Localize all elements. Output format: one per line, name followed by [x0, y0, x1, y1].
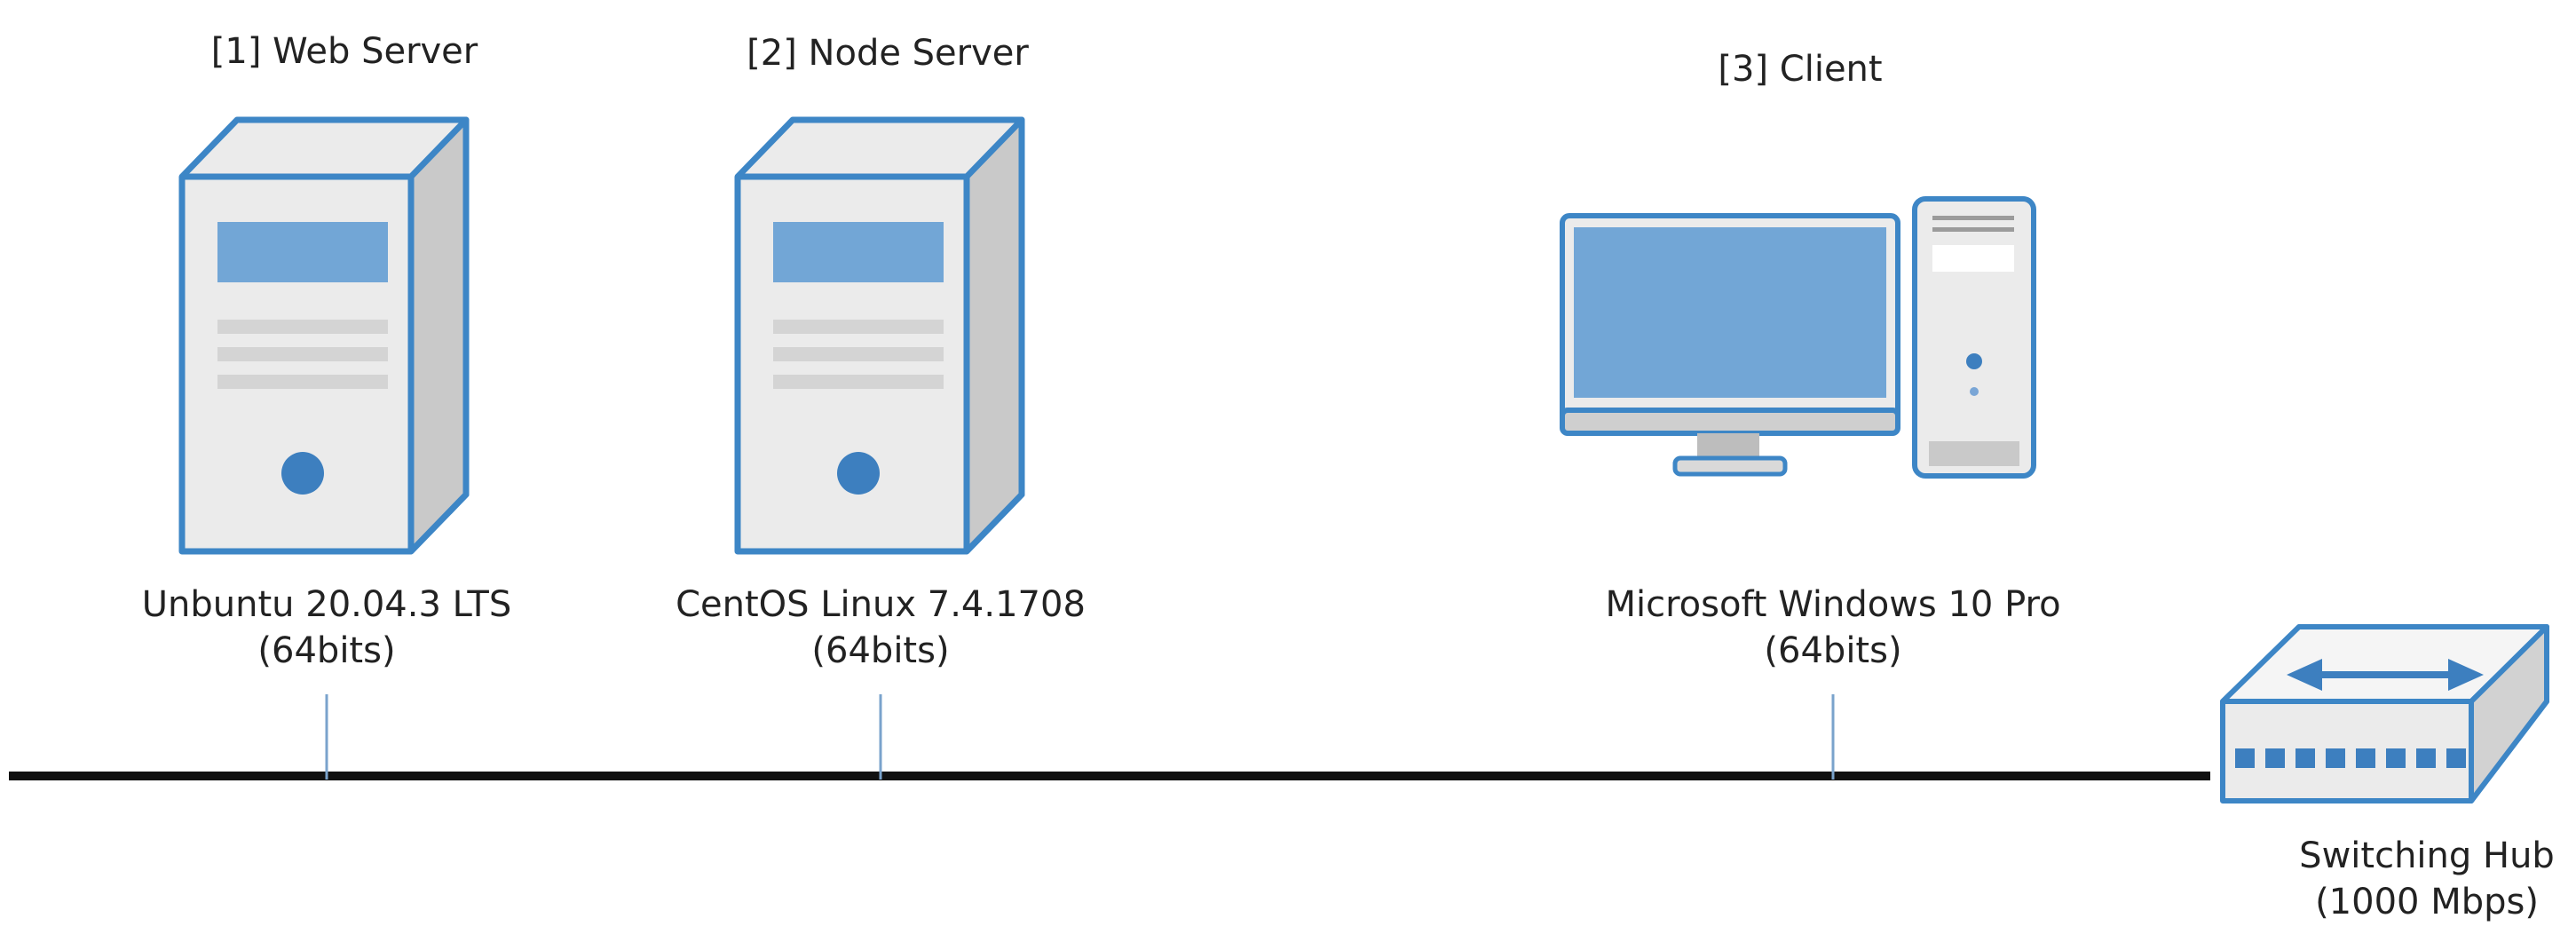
node-server-caption: CentOS Linux 7.4.1708 (64bits)	[676, 582, 1086, 674]
node-title-text: [2] Node Server	[747, 33, 1029, 74]
client-title: [3] Client	[1718, 46, 1882, 92]
server-tower-icon	[734, 116, 1025, 555]
arch-label: (64bits)	[257, 630, 396, 671]
web-server-caption: Unbuntu 20.04.3 LTS (64bits)	[142, 582, 511, 674]
arch-label: (64bits)	[811, 630, 950, 671]
desktop-computer-icon	[1560, 196, 2036, 479]
os-label: CentOS Linux 7.4.1708	[676, 584, 1086, 625]
pc-tower-icon	[1912, 196, 2036, 479]
os-label: Unbuntu 20.04.3 LTS	[141, 584, 512, 625]
switch-speed-label: (1000 Mbps)	[2315, 882, 2539, 922]
switch-caption: Switching Hub (1000 Mbps)	[2299, 833, 2555, 925]
os-label: Microsoft Windows 10 Pro	[1605, 584, 2061, 625]
node-server-title: [2] Node Server	[747, 30, 1029, 76]
node-title-text: [1] Web Server	[210, 31, 478, 72]
switch-name-label: Switching Hub	[2299, 835, 2555, 876]
client-caption: Microsoft Windows 10 Pro (64bits)	[1605, 582, 2060, 674]
node-title-text: [3] Client	[1718, 49, 1883, 90]
server-tower-icon	[178, 116, 470, 555]
arch-label: (64bits)	[1764, 630, 1902, 671]
network-switch-icon	[2220, 624, 2549, 803]
web-server-title: [1] Web Server	[211, 28, 478, 75]
